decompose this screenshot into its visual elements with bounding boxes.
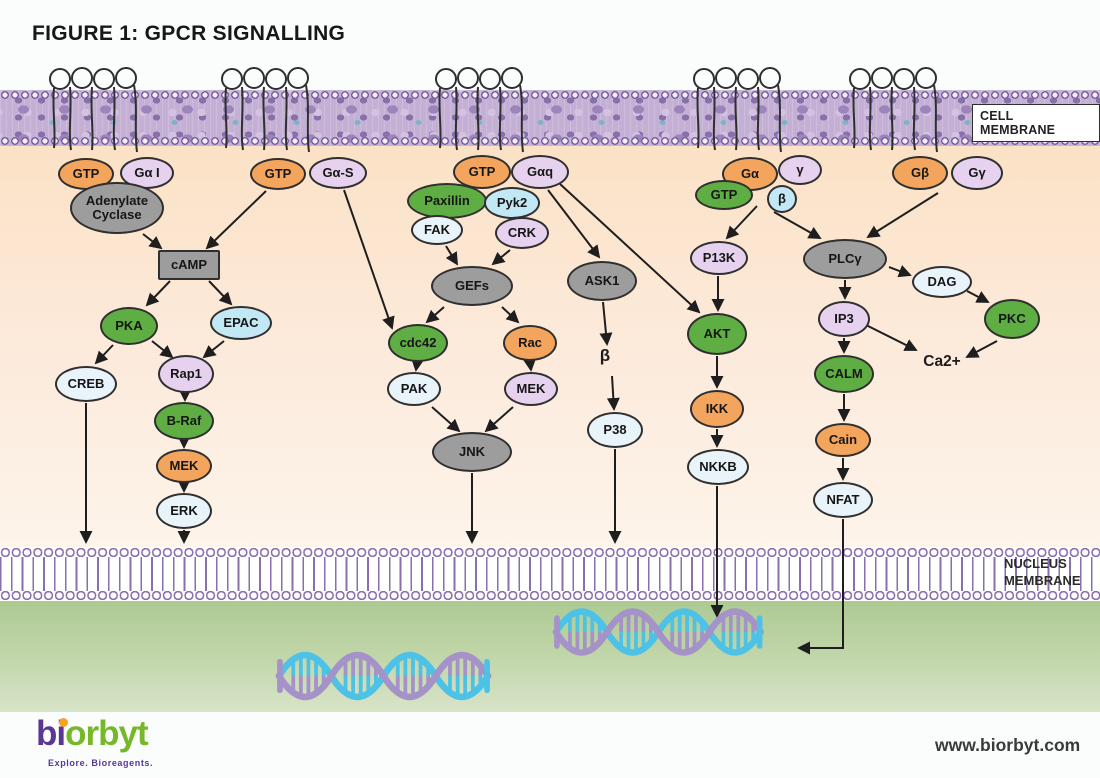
node-gtp-gs: GTP — [250, 158, 306, 190]
node-cdc42: cdc42 — [388, 324, 448, 362]
node-nfat: NFAT — [813, 482, 873, 518]
figure-title: FIGURE 1: GPCR SIGNALLING — [32, 22, 346, 45]
node-camp: cAMP — [158, 250, 220, 280]
node-mek-jnk-path: MEK — [504, 372, 558, 406]
node-dag: DAG — [912, 266, 972, 298]
node-rap1: Rap1 — [158, 355, 214, 393]
node-ask1: ASK1 — [567, 261, 637, 301]
node-crk: CRK — [495, 217, 549, 249]
node-gefs: GEFs — [431, 266, 513, 306]
node-calm: CALM — [814, 355, 874, 393]
node-erk: ERK — [156, 493, 212, 529]
nucleus-membrane-band — [0, 547, 1100, 601]
node-gg: Gγ — [951, 156, 1003, 190]
nucleus-membrane-label: NUCLEUS MEMBRANE — [1004, 556, 1081, 588]
node-beta4: β — [767, 185, 797, 213]
node-p38: P38 — [587, 412, 643, 448]
node-rac: Rac — [503, 325, 557, 361]
node-ikk: IKK — [690, 390, 744, 428]
node-cain: Cain — [815, 423, 871, 457]
node-gaq: Gαq — [511, 155, 569, 189]
node-ga-s: Gα-S — [309, 157, 367, 189]
lipid-bilayer-top-row — [0, 90, 1100, 100]
node-creb: CREB — [55, 366, 117, 402]
lipid-bilayer-top-row — [0, 547, 1100, 558]
node-gtp4: GTP — [695, 180, 753, 210]
node-plcg: PLCγ — [803, 239, 887, 279]
node-nkkb: NKKB — [687, 449, 749, 485]
node-jnk: JNK — [432, 432, 512, 472]
nucleus-background — [0, 601, 1100, 712]
node-pak: PAK — [387, 372, 441, 406]
cell-membrane-label: CELL MEMBRANE — [972, 104, 1100, 142]
logo-orbyt: orbyt — [65, 714, 148, 753]
node-pyk2: Pyk2 — [484, 187, 540, 219]
label-beta: β — [599, 346, 611, 365]
node-p13k: P13K — [690, 241, 748, 275]
label-ca2: Ca2+ — [923, 353, 961, 370]
node-b-raf: B-Raf — [154, 402, 214, 440]
logo-tagline: Explore. Bioreagents. — [48, 758, 154, 768]
cell-membrane-band — [0, 90, 1100, 146]
logo-i-dot-icon — [59, 718, 68, 727]
node-epac: EPAC — [210, 306, 272, 340]
node-gamma4: γ — [778, 155, 822, 185]
node-gb: Gβ — [892, 156, 948, 190]
node-fak: FAK — [411, 215, 463, 245]
website-text: www.biorbyt.com — [935, 735, 1081, 755]
node-akt: AKT — [687, 313, 747, 355]
node-adenylate-cyclase: Adenylate Cyclase — [70, 182, 164, 234]
node-pka: PKA — [100, 307, 158, 345]
lipid-bilayer-bottom-row — [0, 590, 1100, 601]
node-pkc: PKC — [984, 299, 1040, 339]
node-mek-erk-path: MEK — [156, 449, 212, 483]
node-paxillin: Paxillin — [407, 183, 487, 219]
lipid-bilayer-bottom-row — [0, 136, 1100, 146]
biorbyt-logo: biorbyt — [36, 714, 149, 754]
node-gtp-gq: GTP — [453, 155, 511, 189]
node-ip3: IP3 — [818, 301, 870, 337]
